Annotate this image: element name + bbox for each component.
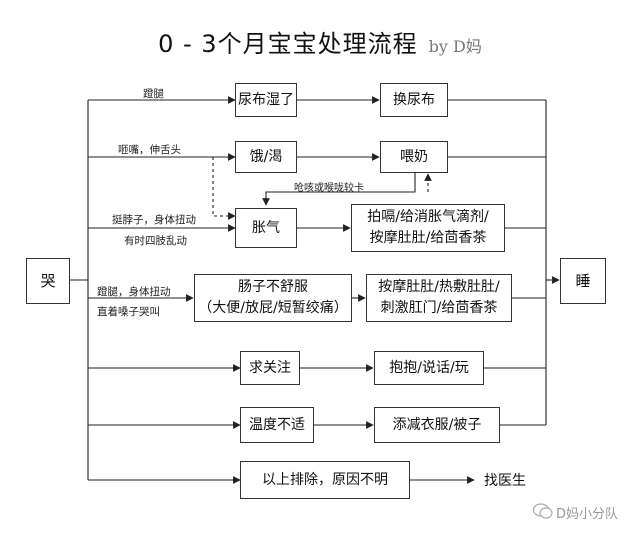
cause-box: 尿布湿了: [235, 83, 297, 117]
cause-box: 肠子不舒服 （大便/放屁/短暂绞痛）: [194, 274, 352, 322]
wechat-icon: [533, 503, 553, 519]
see-doctor-text: 找医生: [484, 473, 526, 489]
watermark-text: D妈小分队: [556, 507, 619, 522]
symptom-label: 蹬腿: [143, 88, 164, 100]
action-box: 抱抱/说话/玩: [374, 351, 484, 385]
cause-box: 胀气: [235, 208, 297, 248]
end-node-sleep: 睡: [560, 258, 606, 304]
symptom-label-secondary: 直着嗓子哭叫: [97, 306, 160, 318]
page-title: 0 - 3个月宝宝处理流程: [158, 30, 418, 58]
cause-box: 饿/渴: [235, 141, 297, 173]
symptom-label: 挺脖子，身体扭动: [112, 214, 196, 226]
cause-box: 以上排除，原因不明: [240, 461, 410, 499]
action-box: 添减衣服/被子: [374, 407, 500, 443]
symptom-label: 咂嘴，伸舌头: [118, 144, 181, 156]
cause-box: 求关注: [240, 351, 300, 385]
start-node-cry: 哭: [26, 258, 70, 304]
action-box: 拍嗝/给消胀气滴剂/ 按摩肚肚/给茴香茶: [351, 204, 505, 252]
symptom-label: 蹬腿，身体扭动: [97, 286, 171, 298]
action-box: 换尿布: [380, 83, 448, 117]
action-box: 喂奶: [380, 141, 448, 173]
author-byline: by D妈: [428, 37, 482, 56]
choking-note: 呛咳或喉咙较卡: [294, 183, 364, 194]
title-block: 0 - 3个月宝宝处理流程 by D妈: [0, 24, 640, 59]
cause-box: 温度不适: [240, 407, 314, 443]
symptom-label-secondary: 有时四肢乱动: [124, 235, 187, 247]
action-box: 按摩肚肚/热敷肚肚/ 刺激肛门/给茴香茶: [366, 274, 512, 322]
